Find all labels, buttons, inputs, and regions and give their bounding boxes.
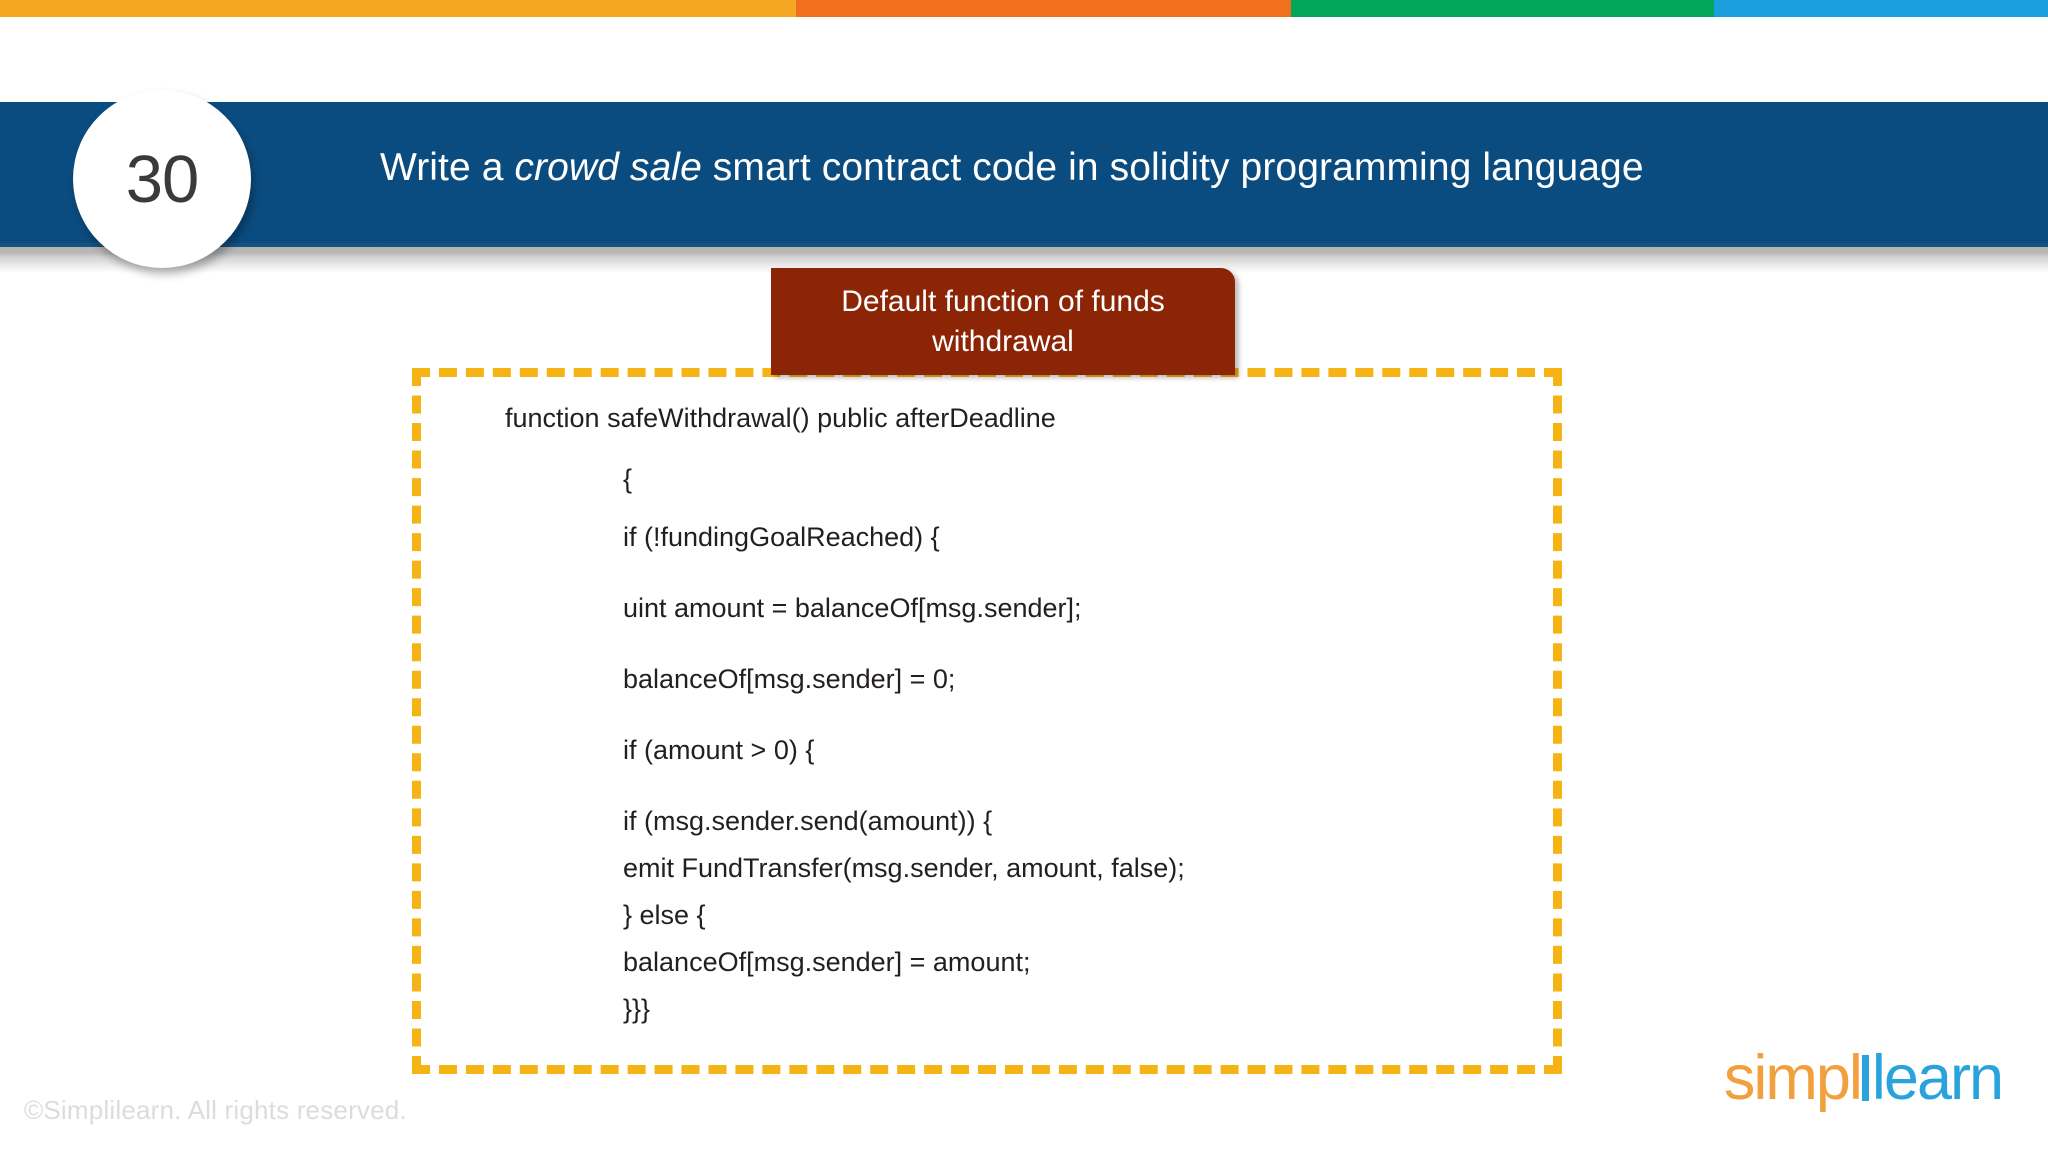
simplilearn-logo: simpl learn <box>1723 1043 2004 1113</box>
page-title-prefix: Write a <box>380 146 515 189</box>
header-band-underline <box>0 243 2048 247</box>
code-line: balanceOf[msg.sender] = 0; <box>623 664 956 694</box>
slide-number-badge: 30 <box>73 90 251 268</box>
code-listing: function safeWithdrawal() public afterDe… <box>505 405 1565 1023</box>
copyright-notice: ©Simplilearn. All rights reserved. <box>24 1095 407 1125</box>
code-line: if (!fundingGoalReached) { <box>623 522 940 552</box>
code-line: emit FundTransfer(msg.sender, amount, fa… <box>623 853 1185 883</box>
accent-segment-orange <box>796 0 1291 17</box>
accent-segment-green <box>1291 0 1714 17</box>
code-line: if (amount > 0) { <box>623 735 815 765</box>
logo-divider-bar-icon <box>1861 1055 1869 1101</box>
callout-box: Default function of funds withdrawal <box>771 268 1235 375</box>
code-line: } else { <box>623 900 706 930</box>
slide-number-text: 30 <box>125 141 200 217</box>
code-line: balanceOf[msg.sender] = amount; <box>623 947 1031 977</box>
code-line: }}} <box>623 994 651 1024</box>
accent-segment-yellow <box>0 0 796 17</box>
top-accent-bar <box>0 0 2048 17</box>
page-title: Write a crowd sale smart contract code i… <box>380 146 1880 190</box>
accent-segment-blue <box>1714 0 2048 17</box>
callout-label: Default function of funds withdrawal <box>841 284 1165 358</box>
code-line: if (msg.sender.send(amount)) { <box>623 806 993 836</box>
logo-text-simpl: simpl <box>1723 1043 1863 1113</box>
page-title-emphasis: crowd sale <box>514 146 702 189</box>
logo-text-learn: learn <box>1871 1043 2004 1113</box>
code-line: uint amount = balanceOf[msg.sender]; <box>623 593 1082 623</box>
code-line: function safeWithdrawal() public afterDe… <box>505 403 1056 433</box>
page-title-suffix: smart contract code in solidity programm… <box>701 146 1644 189</box>
header-band <box>0 102 2048 247</box>
code-line: { <box>623 464 633 494</box>
